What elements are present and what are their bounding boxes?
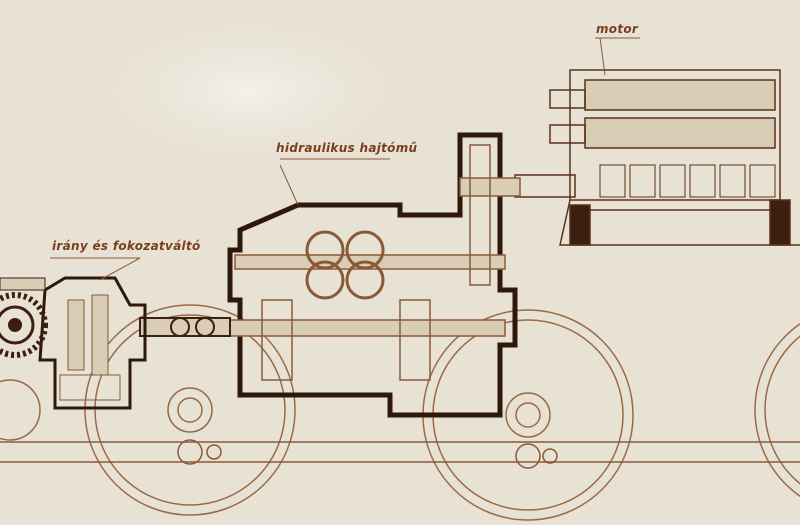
gearbox-label: irány és fokozatváltó (52, 239, 201, 253)
gearbox-leader-line (99, 257, 141, 281)
cardan-shaft (139, 317, 231, 337)
gearbox-internals (59, 294, 121, 401)
transmission-internals (224, 144, 521, 381)
frame-rail (0, 439, 800, 469)
hydraulic-leader-line (279, 164, 299, 206)
gearbox-drawing (38, 276, 147, 410)
motor-label: motor (596, 22, 639, 36)
hydraulic-transmission-drawing (227, 132, 518, 418)
hydraulic-transmission-label: hidraulikus hajtómű (276, 141, 418, 155)
motor-drawing (514, 69, 800, 246)
gearwheel (0, 292, 48, 358)
paper-stain (80, 10, 420, 170)
gearbox-top-plate (0, 277, 46, 291)
motor-leader-line (599, 37, 606, 76)
